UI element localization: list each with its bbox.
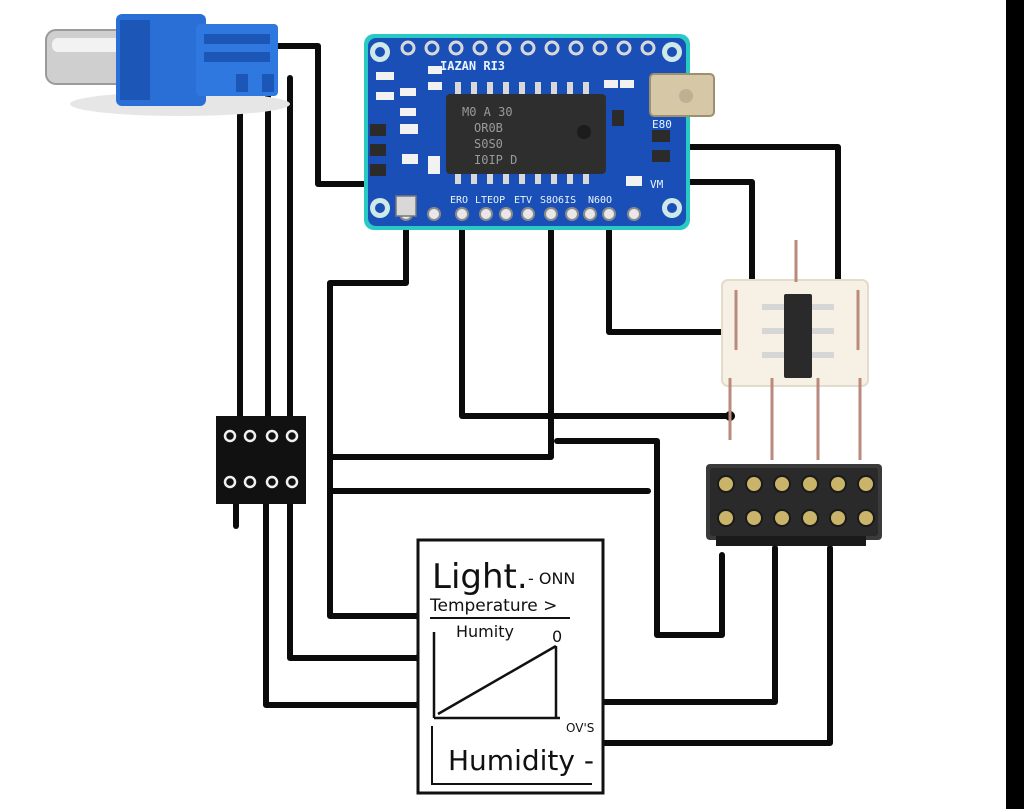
usb-connector (45, 14, 290, 116)
wire-bus-to-card-right (554, 438, 725, 638)
card-light-suffix: - ONN (528, 569, 575, 588)
sensor-module (721, 240, 869, 460)
wire-board-to-bus-1 (327, 212, 554, 460)
board-pin-label: LTEOP (475, 195, 505, 206)
right-border-bar (1006, 0, 1024, 809)
wire-board-to-module-top-left (675, 179, 755, 285)
chip-marking-line: M0 A 30 (462, 105, 513, 119)
board-pin-label: S8O6IS (540, 195, 576, 206)
card-side-note: OV'S (566, 721, 594, 735)
card-humidity-big-label: Humidity - (448, 744, 594, 777)
wire-board-to-module-center (606, 212, 768, 335)
wire-header-to-card-1 (287, 499, 423, 661)
terminal-block (706, 464, 882, 546)
board-side-label: E80 (652, 118, 672, 131)
wire-board-to-module-left (459, 212, 735, 419)
wire-terminal-to-card-2 (589, 545, 833, 746)
wire-usb-to-board (267, 43, 391, 187)
card-axis-note: 0 (552, 627, 562, 646)
board-pin-label: ETV (514, 195, 532, 206)
card-light-label: Light. (432, 557, 528, 597)
pin-header-block (216, 416, 306, 504)
card-humidity-small-label: Humity (456, 622, 514, 641)
board-pin-label: ERO (450, 195, 468, 206)
chip-marking-line: OR0B (474, 121, 503, 135)
wire-header-to-card-2 (263, 499, 423, 708)
card-temperature-label: Temperature > (429, 596, 557, 616)
wire-board-to-module-top-right (675, 144, 841, 285)
microcontroller-board: M0 A 30 OR0B S0S0 I0IP D IAZAN RI3 E80 V… (364, 34, 715, 230)
wire-terminal-to-card-1 (589, 545, 778, 705)
sensor-readout-card: Light. - ONN Temperature > Humity 0 OV'S… (416, 538, 605, 795)
wire-board-to-card-left-1 (327, 209, 421, 619)
chip-marking-line: S0S0 (474, 137, 503, 151)
chip-marking-line: I0IP D (474, 153, 517, 167)
main-ic-chip: M0 A 30 OR0B S0S0 I0IP D (446, 82, 606, 184)
board-side-label: VM (650, 178, 664, 191)
board-pin-label: N60O (588, 195, 612, 206)
card-sketch-chart (432, 632, 560, 720)
board-top-silkscreen: IAZAN RI3 (440, 59, 505, 73)
